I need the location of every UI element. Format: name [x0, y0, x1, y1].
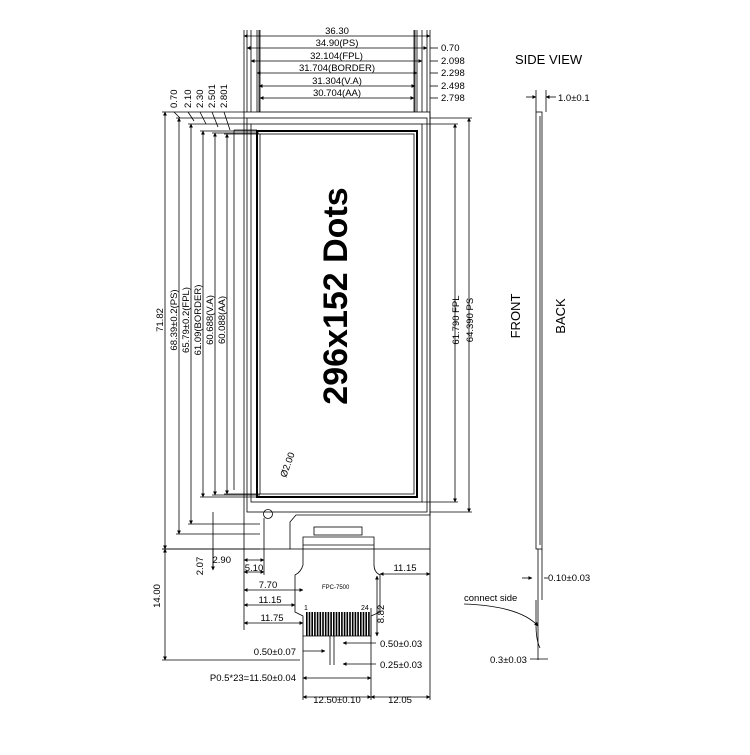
fpc-pin	[335, 612, 338, 636]
left-offset-label: 2.801	[219, 84, 230, 108]
top-dim-width: 31.304(V.A)	[312, 76, 362, 87]
fpc-pin	[327, 612, 330, 636]
fpc-tail: FPC-7500 1 24	[294, 536, 381, 637]
right-dimensions: 61.790 FPL 64.390 PS	[422, 117, 476, 513]
dim-pitch: P0.5*23=11.50±0.04	[210, 673, 296, 684]
fpc-pin	[349, 612, 351, 636]
left-offset-label: 0.70	[169, 90, 180, 109]
dim-8-82: 8.82	[376, 605, 387, 624]
top-dim-width: 34.90(PS)	[316, 38, 359, 49]
fpc-pin	[311, 612, 313, 636]
back-label: BACK	[553, 298, 568, 334]
dim-11-15-right: 11.15	[393, 563, 416, 574]
dim-0-25-003: 0.25±0.03	[380, 660, 422, 671]
dim-5-10: 5.10	[245, 563, 264, 574]
top-dim-offset: 0.70	[441, 43, 460, 54]
front-label: FRONT	[508, 294, 523, 339]
top-dim-offset: 2.098	[441, 56, 465, 67]
dim-0-50-003: 0.50±0.03	[380, 639, 422, 650]
fpc-pin	[306, 612, 308, 636]
active-area-outline	[259, 133, 415, 495]
ic-chip	[313, 526, 363, 536]
side-panel-body	[535, 111, 543, 550]
fpc-pin	[322, 612, 324, 636]
fpc-pin	[330, 612, 332, 636]
fpc-pin	[308, 612, 311, 636]
side-fpc-thickness: 0.10±0.03	[548, 573, 590, 584]
left-offset-label: 2.30	[195, 90, 206, 109]
panel-text: 296x152 Dots	[317, 187, 355, 404]
ps-outline	[246, 117, 428, 513]
top-dim-offset: 2.498	[441, 81, 465, 92]
fpc-pin	[351, 612, 354, 636]
fpc-pin	[357, 612, 359, 636]
fpc-pin	[346, 612, 349, 636]
connect-side-label: connect side	[464, 593, 517, 604]
fpc-pin	[324, 612, 327, 636]
right-height-fpl: 61.790 FPL	[451, 295, 462, 344]
left-height-label: 71.82	[155, 308, 166, 332]
left-height-label: 61.09(BORDER)	[193, 285, 204, 356]
fpc-pin	[362, 612, 365, 636]
dim-12-05: 12.05	[388, 695, 412, 706]
bottom-dimensions: 14.00 2.07 2.90 5.10 7.70 11.15 11.75 11…	[152, 512, 431, 706]
dim-2-07: 2.07	[195, 557, 206, 576]
right-height-ps: 64.390 PS	[465, 298, 476, 342]
fpc-pin	[314, 612, 316, 636]
left-offset-label: 2.501	[207, 84, 218, 108]
top-dim-width: 30.704(AA)	[313, 88, 361, 99]
panel-outline	[233, 111, 431, 550]
fpc-pin	[316, 612, 319, 636]
dim-11-15-left: 11.15	[258, 595, 281, 606]
left-offset-label: 2.10	[183, 90, 194, 109]
fpc-pin	[319, 612, 322, 636]
panel-left-step	[233, 129, 257, 490]
left-height-label: 60.688(V.A)	[205, 295, 216, 345]
pin-last-label: 24	[361, 605, 369, 612]
fpc-pin	[354, 612, 357, 636]
left-height-label: 68.39±0.2(PS)	[169, 289, 180, 350]
pin-first-label: 1	[304, 605, 308, 612]
fpc-pins	[306, 612, 370, 636]
fpc-pin	[338, 612, 340, 636]
dim-11-75: 11.75	[260, 613, 283, 624]
fpc-pin	[343, 612, 346, 636]
dim-0-50-007: 0.50±0.07	[254, 647, 296, 658]
fpc-pin	[341, 612, 343, 636]
hole-label: Ø2.00	[278, 451, 297, 479]
top-dim-width: 36.30	[325, 26, 349, 37]
dim-7-70: 7.70	[259, 580, 278, 591]
fpc-pin	[360, 612, 362, 636]
top-dim-width: 31.704(BORDER)	[299, 63, 375, 74]
fpl-outline	[250, 123, 423, 503]
fpc-pin	[365, 612, 367, 636]
side-view-title: SIDE VIEW	[515, 52, 583, 67]
left-height-label: 60.088(AA)	[217, 296, 228, 344]
dim-2-90: 2.90	[213, 555, 232, 566]
left-height-label: 65.79±0.2(FPL)	[181, 287, 192, 353]
top-dim-offset: 2.798	[441, 93, 465, 104]
fpc-pin	[368, 612, 370, 636]
mounting-hole	[263, 509, 273, 519]
panel-tail-edge	[289, 112, 431, 549]
top-dim-width: 32.104(FPL)	[310, 51, 363, 62]
border-outline	[256, 130, 418, 498]
side-thickness: 1.0±0.1	[558, 93, 590, 104]
side-view: SIDE VIEW 1.0±0.1 FRONT BACK 0.10±0.03 c…	[463, 52, 590, 666]
dim-12-50: 12.50±0.10	[313, 695, 360, 706]
dim-14-00: 14.00	[152, 584, 163, 608]
side-end-dim: 0.3±0.03	[490, 655, 527, 666]
fpc-pin	[333, 612, 335, 636]
top-dim-offset: 2.298	[441, 68, 465, 79]
fpc-label: FPC-7500	[322, 585, 350, 591]
